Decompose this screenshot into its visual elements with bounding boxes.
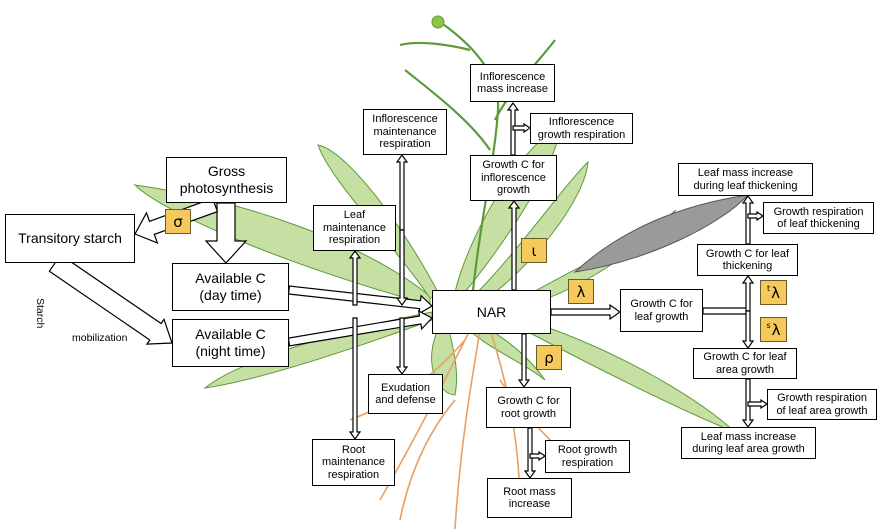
node-leaf-mass-increase-area: Leaf mass increase during leaf area grow… [681, 427, 816, 459]
param-iota: ι [521, 238, 547, 263]
arrow-to-leaf-maintenance [348, 249, 362, 306]
node-available-c-night: Available C (night time) [172, 319, 289, 367]
param-lambda: λ [568, 279, 594, 304]
arrow-nar-to-growth-leaf [550, 303, 622, 321]
arrow-to-exudation [395, 317, 409, 376]
flow-arrows [48, 101, 769, 480]
node-growth-c-leaf-area: Growth C for leaf area growth [693, 348, 797, 379]
node-growth-respiration-leaf-area: Growth respiration of leaf area growth [767, 389, 877, 420]
node-inflorescence-mass-increase: Inflorescence mass increase [470, 64, 555, 102]
node-growth-c-inflorescence: Growth C for inflorescence growth [470, 155, 557, 201]
arrow-to-inflorescence-growth-resp [512, 122, 532, 134]
arrow-thickening-to-mass [741, 194, 755, 245]
node-leaf-maintenance-respiration: Leaf maintenance respiration [313, 205, 396, 251]
arrow-inflorescence-maintenance-up [395, 153, 409, 231]
arrow-inflorescence-maintenance-down [395, 229, 409, 307]
arrow-nar-to-growth-inflorescence [507, 199, 521, 291]
arrow-growth-root-to-mass [523, 427, 537, 480]
arrow-to-area-resp [747, 398, 769, 410]
arrow-to-thickening-resp [747, 210, 765, 222]
flower-bud [431, 15, 445, 29]
node-transitory-starch: Transitory starch [5, 214, 135, 263]
arrow-growth-leaf-to-branch [702, 307, 749, 315]
node-exudation-defense: Exudation and defense [368, 374, 443, 414]
node-root-maintenance-respiration: Root maintenance respiration [312, 439, 395, 486]
node-leaf-mass-increase-thickening: Leaf mass increase during leaf thickenin… [678, 163, 813, 196]
label-mobilization: mobilization [72, 332, 128, 344]
arrow-day-to-nar [287, 285, 433, 315]
node-inflorescence-maintenance-respiration: Inflorescence maintenance respiration [363, 109, 447, 155]
param-sigma: σ [165, 209, 191, 234]
node-growth-c-root: Growth C for root growth [486, 387, 571, 428]
arrow-to-root-maintenance [348, 317, 362, 441]
node-root-mass-increase: Root mass increase [487, 478, 572, 518]
arrow-branch-to-area [741, 310, 755, 350]
node-growth-respiration-thickening: Growth respiration of leaf thickening [763, 202, 874, 234]
node-available-c-day: Available C (day time) [172, 263, 289, 311]
arrow-photosynthesis-to-day [204, 202, 248, 264]
node-nar: NAR [432, 290, 551, 334]
node-growth-c-leaf-thickening: Growth C for leaf thickening [697, 244, 798, 276]
arrow-to-root-growth-resp [529, 450, 547, 462]
label-starch: Starch [34, 298, 46, 329]
arrow-starch-to-night [48, 253, 173, 345]
node-growth-c-leaf: Growth C for leaf growth [620, 289, 703, 332]
node-gross-photosynthesis: Gross photosynthesis [166, 157, 287, 203]
param-rho: ρ [536, 345, 562, 370]
node-root-growth-respiration: Root growth respiration [545, 440, 630, 473]
arrow-nar-to-growth-root [517, 333, 531, 389]
node-inflorescence-growth-respiration: Inflorescence growth respiration [530, 113, 633, 144]
arrow-branch-to-thickening [741, 274, 755, 312]
arrow-night-to-nar [287, 310, 433, 347]
